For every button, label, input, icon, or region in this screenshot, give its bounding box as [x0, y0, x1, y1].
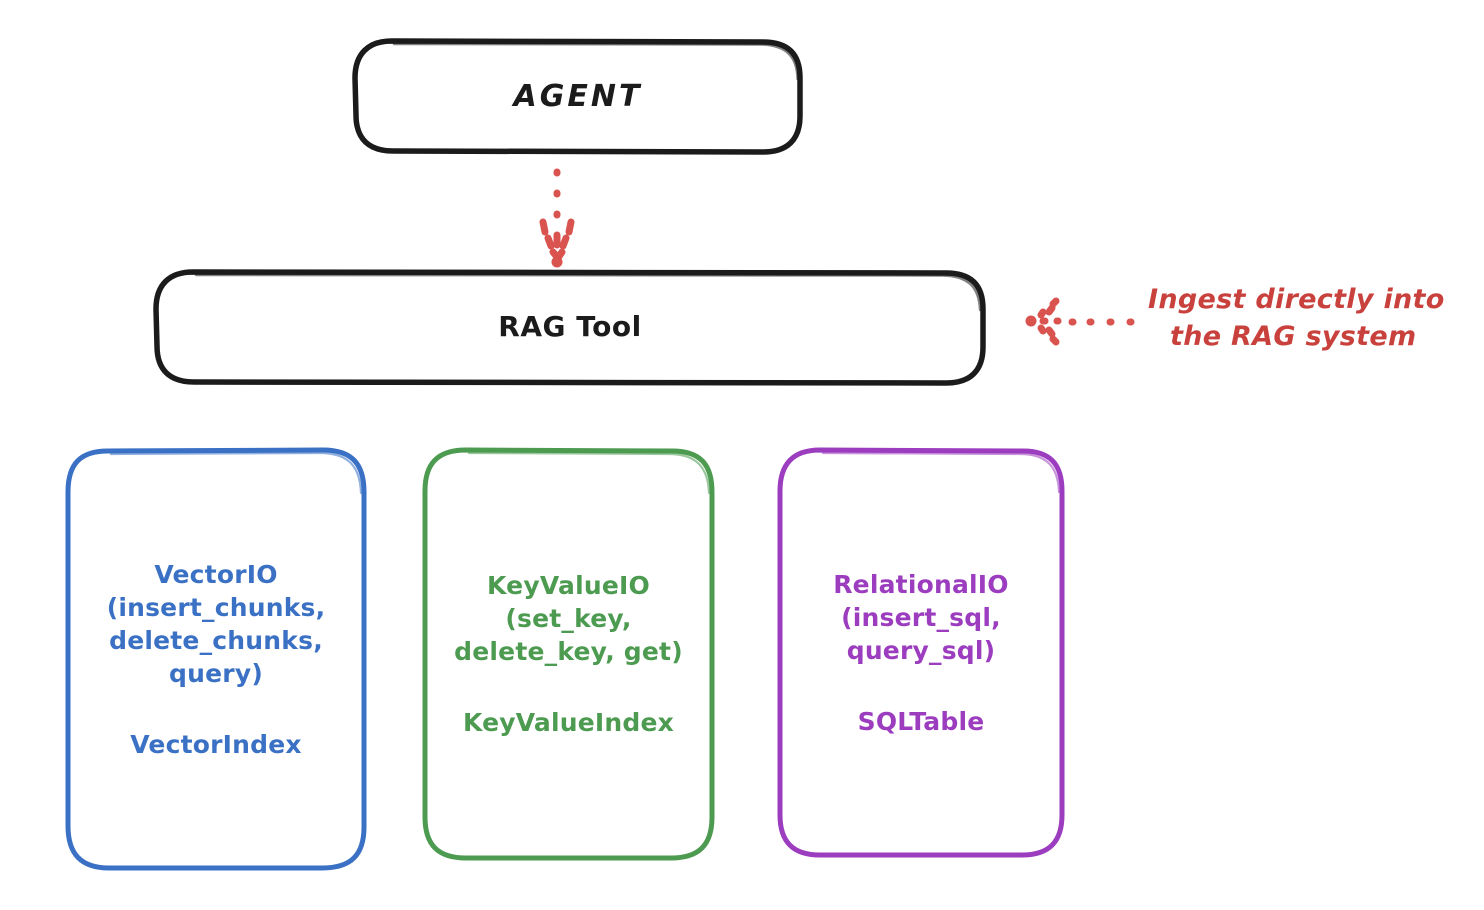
edge-agent-to-rag-tool: [539, 168, 575, 268]
rag-tool-box-outline: [153, 269, 986, 386]
vector-io-box-outline: [65, 447, 367, 871]
edge-ingest-arrow: [1025, 297, 1135, 346]
node-rag-tool[interactable]: [153, 269, 986, 386]
agent-box-sketch-stroke: [392, 42, 799, 81]
vector-io-box-sketch-stroke: [109, 451, 363, 495]
relational-io-box-sketch-stroke: [821, 451, 1061, 494]
key-value-io-box-sketch-stroke: [467, 451, 711, 495]
node-key-value-io[interactable]: [422, 447, 715, 861]
agent-rag-arrowhead: [539, 218, 575, 268]
node-relational-io[interactable]: [777, 447, 1065, 858]
rag-tool-box-sketch-stroke: [194, 273, 982, 312]
node-agent[interactable]: [352, 38, 803, 155]
agent-box-outline: [352, 38, 803, 155]
relational-io-box-outline: [777, 447, 1065, 858]
key-value-io-box-outline: [422, 447, 715, 861]
ingest-arrow-tip: [1025, 315, 1037, 327]
node-vector-io[interactable]: [65, 447, 367, 871]
